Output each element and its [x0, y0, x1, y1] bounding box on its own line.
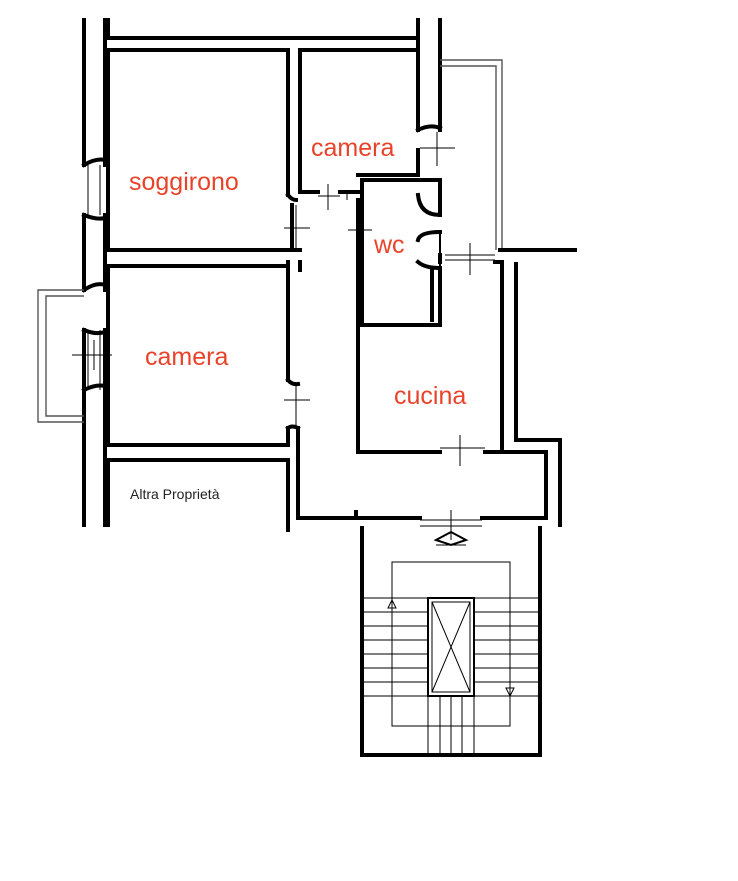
room-wc-walls — [348, 178, 443, 327]
room-label-cucina: cucina — [394, 382, 467, 410]
corridor-walls — [284, 203, 547, 520]
stairwell — [360, 526, 542, 757]
room-label-camera-left: camera — [145, 343, 229, 371]
room-label-wc: wc — [374, 231, 405, 259]
altra-proprieta-walls — [106, 458, 290, 532]
entrance-door — [420, 510, 482, 547]
left-balcony — [37, 289, 84, 423]
top-wall — [106, 18, 443, 133]
room-camera-top-walls — [298, 48, 455, 210]
room-camera-left-walls — [106, 264, 290, 447]
room-cucina-walls — [356, 198, 562, 527]
room-label-soggirono: soggirono — [129, 168, 239, 196]
note-altra-proprieta: Altra Proprietà — [130, 486, 220, 502]
outer-left-wall — [72, 18, 112, 527]
right-balcony — [440, 59, 577, 252]
room-soggirono-walls — [106, 48, 299, 252]
room-label-camera-top: camera — [311, 134, 395, 162]
